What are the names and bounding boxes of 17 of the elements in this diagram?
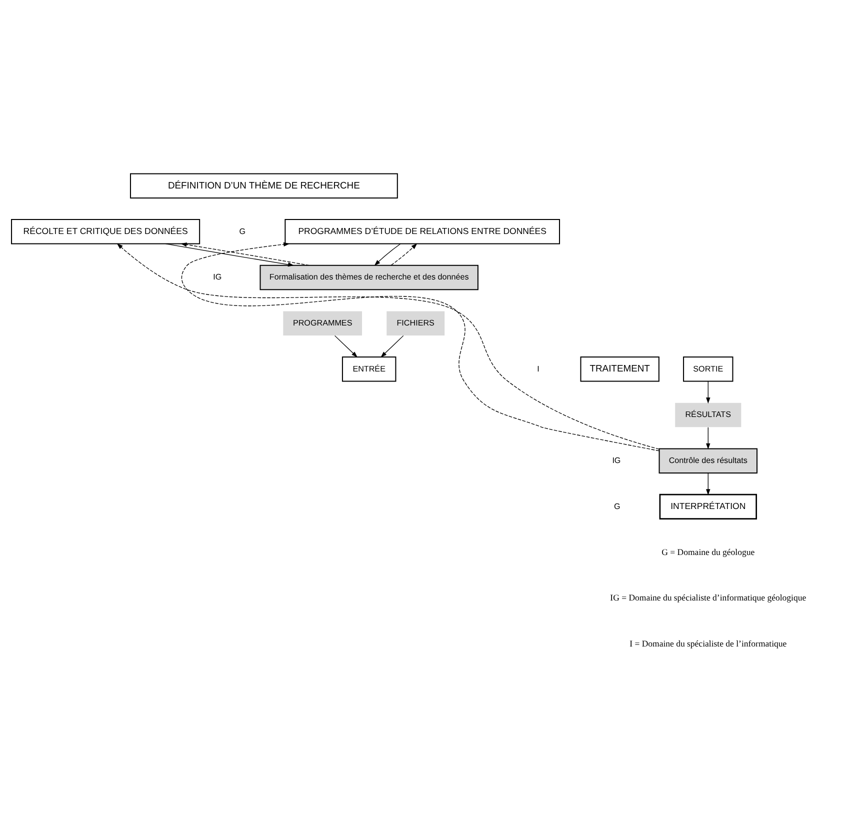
label: IG = Domaine du spécialiste d’informatique géologique: [610, 592, 806, 602]
arrow: [374, 243, 401, 266]
label: I = Domaine du spécialiste de l’informatique: [630, 638, 787, 648]
node-box: RÉCOLTE ET CRITIQUE DES DONNÉES: [11, 218, 200, 244]
arrow: [165, 243, 294, 266]
node-box: TRAITEMENT: [580, 356, 660, 382]
arrow: [706, 426, 710, 449]
arrow: [706, 472, 710, 495]
arrow: [390, 242, 418, 266]
arrow: [334, 334, 358, 357]
node-box: PROGRAMMES D’ÉTUDE DE RELATIONS ENTRE DONNÉES: [284, 218, 560, 244]
label: G = Domaine du géologue: [662, 546, 755, 556]
node-box: DÉFINITION D’UN THÈME DE RECHERCHE: [130, 172, 398, 198]
arrow: [380, 334, 404, 357]
node-box: INTERPRÉTATION: [659, 493, 757, 519]
arrow: [180, 242, 310, 266]
arrow: [706, 380, 710, 404]
